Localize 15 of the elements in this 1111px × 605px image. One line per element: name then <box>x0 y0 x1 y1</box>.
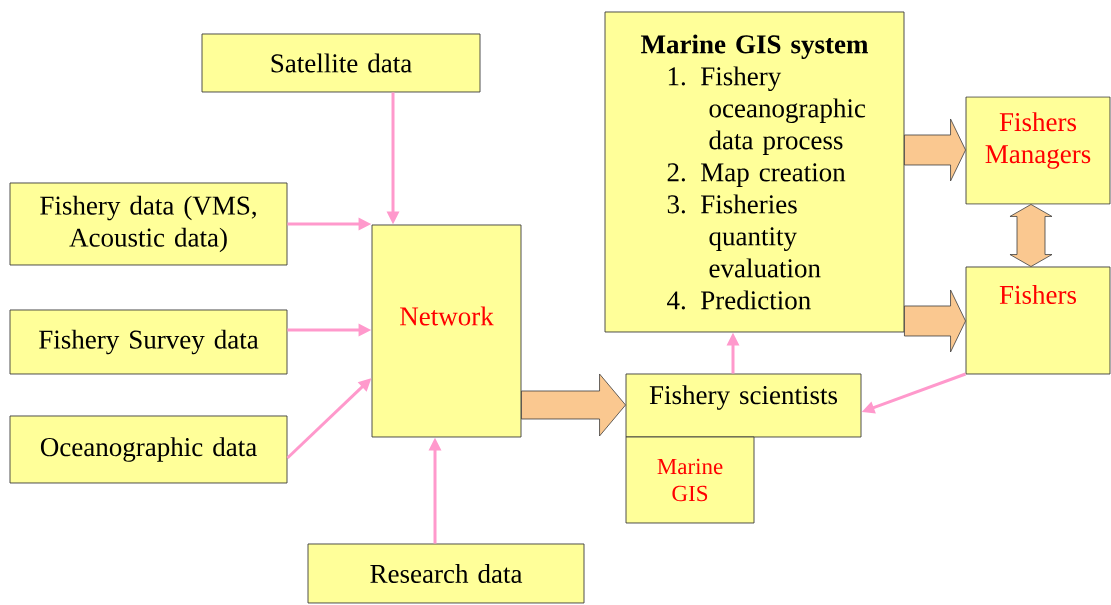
text-box: Fishery Survey data <box>9 309 288 375</box>
text-box: Fishery data (VMS, Acoustic data) <box>9 182 288 266</box>
block-arrow <box>904 289 966 353</box>
text-box: Marine GIS system 1. Fishery oceanographic data process 2. Map creation 3. Fisheries quantity evaluation 4. Prediction <box>604 11 905 333</box>
text-box: Oceanographic data <box>9 415 288 484</box>
block-arrow <box>521 373 626 437</box>
text-box: Marine GIS <box>625 436 755 524</box>
block-arrow <box>904 118 966 182</box>
text-box: Fishery scientists <box>625 373 862 438</box>
text-box: Fishers <box>965 266 1111 375</box>
text-box: Fishers Managers <box>965 96 1111 205</box>
text-box: Research data <box>307 543 585 604</box>
text-box: Satellite data <box>201 33 481 93</box>
block-arrow <box>1009 204 1053 267</box>
text-box: Network <box>371 224 522 438</box>
